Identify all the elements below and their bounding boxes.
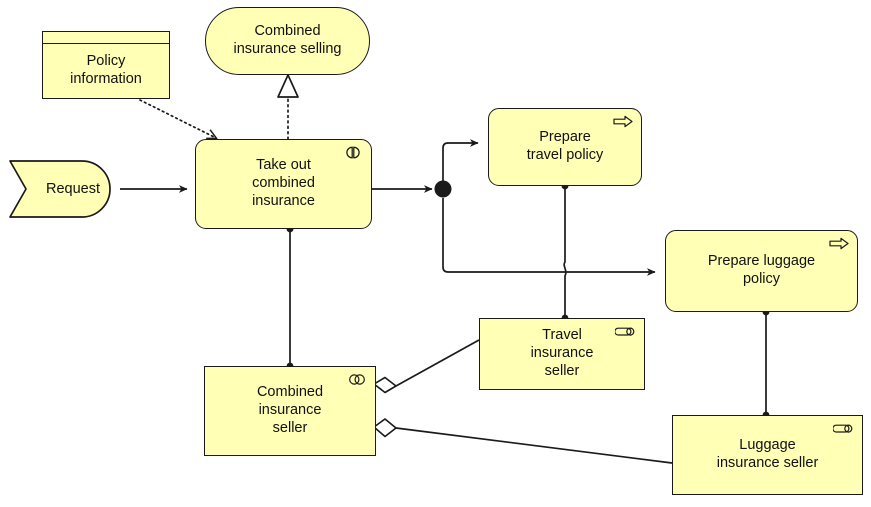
node-prepare-luggage-policy-label: Prepare luggage policy [707,253,816,287]
node-policy-information[interactable]: Policy information [42,31,170,99]
edge-realization-takeout-to-service [277,74,299,140]
node-luggage-insurance-seller-label: Luggage insurance seller [716,437,819,471]
edge-assignment-combinedseller-to-takeout [286,225,294,370]
edge-trigger-junction-to-travel-policy [442,139,479,181]
node-request-label: Request [45,181,100,197]
business-role-icon [615,324,637,339]
node-combined-insurance-selling[interactable]: Combined insurance selling [205,7,370,75]
edge-aggregation-combined-to-luggageseller [373,418,673,464]
node-combined-insurance-selling-label: Combined insurance selling [233,23,342,57]
node-take-out-combined-insurance[interactable]: Take out combined insurance [195,139,372,229]
edge-aggregation-combined-to-travelseller [373,339,480,394]
node-prepare-travel-policy-label: Prepare travel policy [526,129,604,163]
business-process-icon [828,236,850,251]
business-object-icon [43,32,169,44]
edge-access-policy-to-takeout [139,99,216,138]
node-request[interactable]: Request [10,161,120,217]
node-combined-insurance-seller[interactable]: Combined insurance seller [204,366,376,456]
edge-assignment-luggageseller-to-luggagepolicy [762,308,770,419]
business-interaction-icon [342,145,364,160]
node-take-out-combined-insurance-label: Take out combined insurance [252,157,315,209]
node-policy-information-label: Policy information [70,53,142,87]
business-collaboration-icon [346,372,368,387]
business-process-icon [612,114,634,129]
and-junction-node [434,180,452,198]
node-travel-insurance-seller[interactable]: Travel insurance seller [479,318,645,390]
node-luggage-insurance-seller[interactable]: Luggage insurance seller [672,415,863,495]
edge-trigger-junction-to-luggage-policy [442,198,656,276]
node-prepare-travel-policy[interactable]: Prepare travel policy [488,108,642,186]
edge-assignment-travelseller-to-travelpolicy [561,182,569,322]
node-combined-insurance-seller-label: Combined insurance seller [256,384,324,436]
node-prepare-luggage-policy[interactable]: Prepare luggage policy [665,230,858,312]
business-role-icon [833,421,855,436]
node-travel-insurance-seller-label: Travel insurance seller [530,327,594,379]
